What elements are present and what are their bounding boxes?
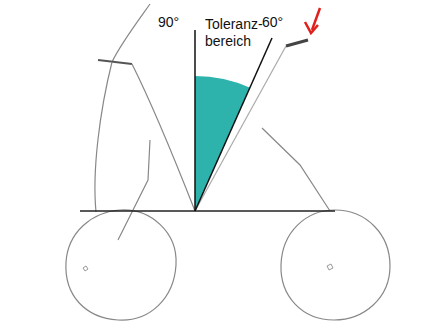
vertical-line [194,30,196,211]
red-arrowhead [305,22,318,33]
handlebar [286,40,308,46]
frame-line [112,4,150,62]
chain-stay [118,140,150,240]
angle-label: 90° [158,14,179,31]
front-wheel [281,210,390,320]
sixty-degree-line [195,38,272,211]
rear-wheel [66,210,176,320]
saddle [98,60,132,64]
ground-line [80,210,335,211]
angle-label: 60° [262,14,283,31]
down-tube [195,46,286,211]
rear-hub [83,266,88,271]
front-fork [262,128,330,211]
seat-tube [132,64,195,211]
rear-stay [95,62,112,212]
front-hub [327,264,333,270]
tolerance-label: Toleranz- bereich [205,16,267,50]
